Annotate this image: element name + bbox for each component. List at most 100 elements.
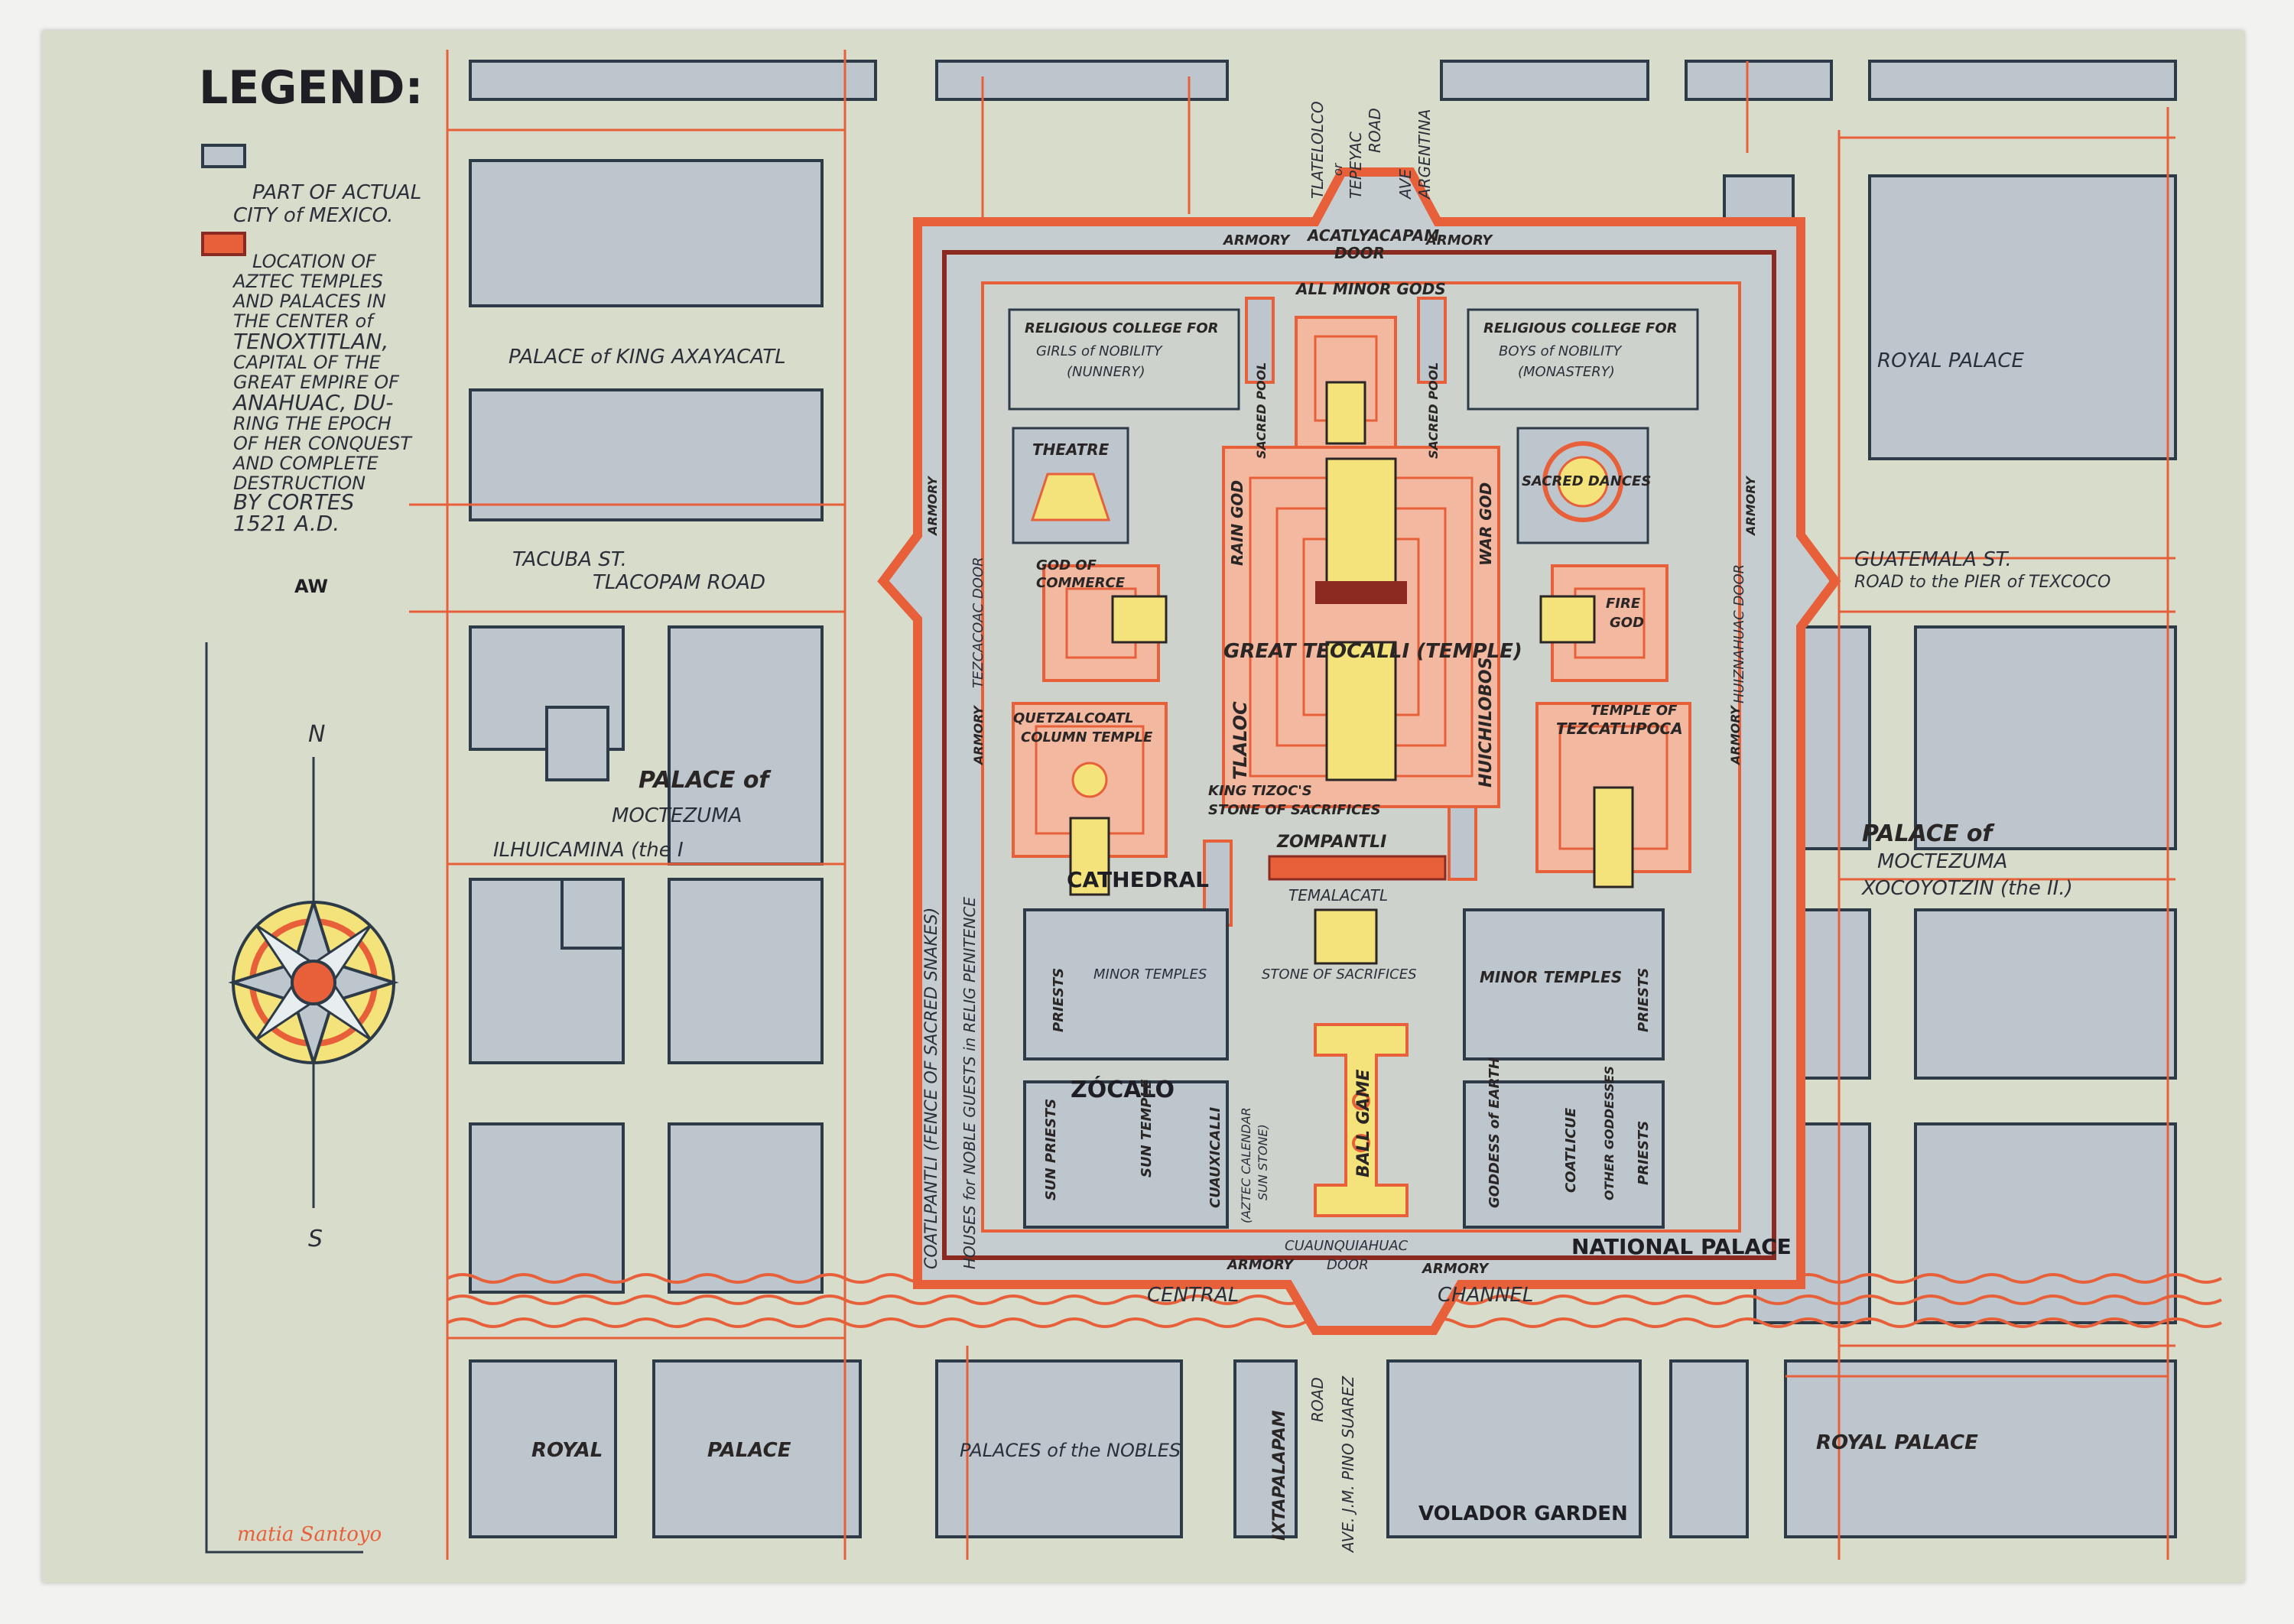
temalacatl-label: TEMALACATL	[1288, 886, 1388, 905]
aztec-calendar-b: SUN STONE)	[1256, 1124, 1270, 1200]
sacred-pool-nw: SACRED POOL	[1254, 362, 1269, 459]
college-girls-b: GIRLS of NOBILITY	[1036, 343, 1164, 359]
theatre-label: THEATRE	[1032, 440, 1110, 459]
houses-noble-guests: HOUSES for NOBLE GUESTS in RELIG PENITEN…	[960, 897, 979, 1269]
minor-temple-courts	[1023, 908, 1665, 1229]
legend-item2-line: RING THE EPOCH	[233, 413, 392, 434]
college-boys-a: RELIGIOUS COLLEGE FOR	[1483, 320, 1678, 336]
sacred-dances-label: SACRED DANCES	[1522, 473, 1651, 489]
huiznahuac-door: HUIZNAHUAC DOOR	[1731, 564, 1747, 703]
street-tlatelolco: TLATELOLCO	[1308, 101, 1327, 199]
legend-item1: PART OF ACTUAL CITY of MEXICO.	[233, 181, 421, 227]
college-boys-c: (MONASTERY)	[1518, 364, 1615, 380]
armory-w2-label: ARMORY	[971, 705, 986, 766]
legend-item1-line1: PART OF ACTUAL	[252, 181, 421, 204]
great-teocalli-label: GREAT TEOCALLI (TEMPLE)	[1223, 640, 1522, 663]
legend-initials: AW	[294, 576, 328, 597]
street-tacuba: TACUBA ST.	[512, 548, 627, 571]
theatre-area	[1012, 427, 1649, 544]
street-road-pier: ROAD to the PIER of TEXCOCO	[1854, 573, 2110, 592]
volador-garden: VOLADOR GARDEN	[1418, 1502, 1628, 1525]
palace-moctezuma2-a: PALACE of	[1862, 820, 1995, 847]
ball-game-label: BALL GAME	[1354, 1070, 1373, 1178]
zocalo-label: ZÓCALO	[1071, 1075, 1175, 1103]
notch-block	[545, 706, 609, 781]
royal-palace-se: ROYAL PALACE	[1816, 1431, 1978, 1454]
legend-swatches	[201, 144, 246, 256]
great-teocalli	[1222, 446, 1500, 808]
cathedral-label: CATHEDRAL	[1067, 867, 1209, 892]
fire-god-a: FIRE	[1606, 596, 1641, 612]
priests-w: PRIESTS	[1051, 968, 1067, 1032]
tezcatlipoca-a: TEMPLE OF	[1591, 703, 1678, 719]
legend-title: LEGEND:	[199, 61, 423, 115]
compass-rose	[205, 642, 399, 1554]
palace-moctezuma2-c: XOCOYOTZIN (the II.)	[1860, 877, 2073, 900]
tezcacoac-door: TEZCACOAC DOOR	[970, 557, 986, 688]
street-axayacatl: PALACE of KING AXAYACATL	[509, 346, 786, 369]
national-palace: NATIONAL PALACE	[1571, 1234, 1792, 1259]
armory-sw: ARMORY	[1226, 1257, 1295, 1273]
street-tlacopam: TLACOPAM ROAD	[593, 571, 765, 594]
legend-item1-line2: CITY of MEXICO.	[233, 204, 393, 227]
compass-south: S	[308, 1226, 323, 1252]
quetzalcoatl-b: COLUMN TEMPLE	[1021, 729, 1153, 745]
coatlicue: COATLICUE	[1563, 1107, 1579, 1193]
armory-e-label: ARMORY	[1743, 476, 1758, 537]
legend-item2-line: TENOXTITLAN,	[233, 329, 388, 354]
war-god: WAR GOD	[1477, 482, 1495, 566]
legend-item2-line: AND COMPLETE	[232, 453, 379, 474]
priests-se: PRIESTS	[1636, 1121, 1652, 1185]
palaces-nobles: PALACES of the NOBLES	[960, 1440, 1181, 1461]
king-tizoc-a: KING TIZOC'S	[1208, 783, 1312, 799]
palace-moctezuma1-b: MOCTEZUMA	[612, 804, 742, 827]
street-tepeyac: TEPEYAC	[1347, 132, 1365, 199]
legend-item2-line: CAPITAL OF THE	[233, 352, 382, 373]
legend-item2-line: AND PALACES IN	[232, 291, 386, 312]
armory-e2-label: ARMORY	[1728, 705, 1743, 766]
other-goddesses: OTHER GODDESSES	[1602, 1066, 1617, 1200]
central-channel-label-2: CHANNEL	[1438, 1284, 1533, 1307]
all-minor-gods: ALL MINOR GODS	[1295, 280, 1446, 298]
minor-temples-e: MINOR TEMPLES	[1480, 968, 1622, 986]
king-tizoc-b: STONE OF SACRIFICES	[1208, 802, 1381, 818]
north-door-b: DOOR	[1334, 244, 1385, 262]
colleges	[1008, 308, 1699, 411]
central-channel-label-1: CENTRAL	[1147, 1284, 1239, 1307]
legend-item2-line: BY CORTES	[233, 489, 354, 515]
cuaunquiahuac-a: CUAUNQUIAHUAC	[1285, 1238, 1409, 1254]
quetzalcoatl-a: QUETZALCOATL	[1013, 710, 1133, 726]
legend-item2-line: DESTRUCTION	[233, 473, 366, 494]
minor-gods-pyramid	[1295, 316, 1397, 449]
legend-item2-line: ANAHUAC, DU-	[232, 390, 393, 415]
ball-game	[1314, 1023, 1409, 1217]
stone-sacrifices: STONE OF SACRIFICES	[1262, 966, 1417, 983]
royal-palace-sw-b: PALACE	[707, 1439, 791, 1462]
side-temples	[1042, 564, 1669, 682]
tlaloc-label: TLALOC	[1230, 701, 1251, 780]
column-temples	[1012, 702, 1691, 896]
street-pino-suarez: AVE. J.M. PINO SUAREZ	[1339, 1375, 1357, 1554]
god-commerce-a: GOD OF	[1036, 557, 1097, 573]
minor-temples-w: MINOR TEMPLES	[1093, 966, 1207, 983]
armory-se: ARMORY	[1421, 1261, 1490, 1277]
compass-north: N	[308, 721, 325, 748]
city-blocks	[469, 60, 2177, 1538]
street-road: ROAD	[1308, 1377, 1327, 1422]
college-girls-a: RELIGIOUS COLLEGE FOR	[1025, 320, 1219, 336]
coatlpantli-label: COATLPANTLI (FENCE OF SACRED SNAKES)	[922, 908, 941, 1269]
priests-e: PRIESTS	[1636, 968, 1652, 1032]
legend-item2: LOCATION OF AZTEC TEMPLES AND PALACES IN…	[232, 251, 413, 536]
palace-moctezuma2-b: MOCTEZUMA	[1877, 850, 2007, 873]
sun-temple: SUN TEMPLE	[1139, 1079, 1155, 1177]
street-ave-argentina-b: ARGENTINA	[1415, 109, 1434, 200]
temple-labels: ARMORY ARMORY ACATLYACAPAM DOOR ALL MINO…	[925, 226, 1792, 1277]
god-commerce-b: COMMERCE	[1036, 575, 1126, 591]
street-guatemala: GUATEMALA ST.	[1854, 548, 2012, 571]
college-girls-c: (NUNNERY)	[1067, 364, 1145, 380]
street-royal-palace-ne: ROYAL PALACE	[1877, 349, 2025, 372]
zompantli	[1268, 855, 1447, 965]
legend-item2-line: THE CENTER of	[233, 310, 375, 332]
rain-god: RAIN GOD	[1228, 480, 1246, 566]
map-sheet: LEGEND: PART OF ACTUAL CITY of MEXICO. L…	[42, 31, 2244, 1583]
